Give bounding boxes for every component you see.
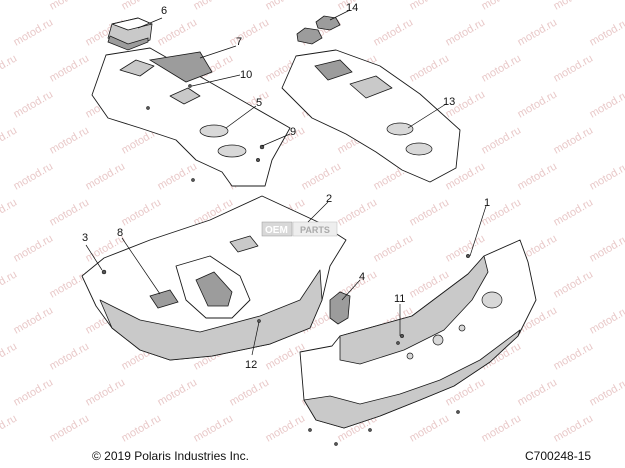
callout-7[interactable]: 7 xyxy=(236,36,242,48)
watermark-text: motod.ru xyxy=(516,160,560,192)
watermark-text: motod.ru xyxy=(48,52,92,84)
oem-badge: OEM PARTS xyxy=(261,221,338,237)
watermark-text: motod.ru xyxy=(84,376,128,408)
watermark-text: motod.ru xyxy=(552,196,596,228)
watermark-text: motod.ru xyxy=(84,160,128,192)
watermark-text: motod.ru xyxy=(552,52,596,84)
watermark-text: motod.ru xyxy=(12,232,56,264)
watermark-text: motod.ru xyxy=(408,0,452,13)
watermark-text: motod.ru xyxy=(408,52,452,84)
oem-badge-text: OEM xyxy=(265,225,288,236)
oem-badge-suffix: PARTS xyxy=(300,225,330,235)
watermark-text: motod.ru xyxy=(552,124,596,156)
watermark-text: motod.ru xyxy=(552,340,596,372)
watermark-text: motod.ru xyxy=(0,340,19,372)
callout-8[interactable]: 8 xyxy=(117,227,123,239)
watermark-text: motod.ru xyxy=(0,124,19,156)
callout-5[interactable]: 5 xyxy=(256,97,262,109)
callout-13[interactable]: 13 xyxy=(443,96,455,108)
watermark-text: motod.ru xyxy=(12,160,56,192)
watermark-text: motod.ru xyxy=(192,412,236,444)
callout-12[interactable]: 12 xyxy=(245,359,257,371)
watermark-text: motod.ru xyxy=(516,88,560,120)
callout-9[interactable]: 9 xyxy=(290,126,296,138)
callout-4[interactable]: 4 xyxy=(359,271,365,283)
watermark-text: motod.ru xyxy=(480,52,524,84)
watermark-text: motod.ru xyxy=(588,232,625,264)
watermark-text: motod.ru xyxy=(12,88,56,120)
callout-11[interactable]: 11 xyxy=(394,293,405,305)
watermark-text: motod.ru xyxy=(228,16,272,48)
watermark-text: motod.ru xyxy=(300,160,344,192)
diagram-code: C700248-15 xyxy=(525,449,591,463)
watermark-text: motod.ru xyxy=(372,16,416,48)
watermark-text: motod.ru xyxy=(336,196,380,228)
watermark-text: motod.ru xyxy=(588,304,625,336)
watermark-text: motod.ru xyxy=(48,124,92,156)
watermark-text: motod.ru xyxy=(372,232,416,264)
watermark-text: motod.ru xyxy=(48,340,92,372)
watermark-text: motod.ru xyxy=(48,196,92,228)
watermark-text: motod.ru xyxy=(48,412,92,444)
watermark-text: motod.ru xyxy=(0,268,19,300)
part-13-console-panel[interactable] xyxy=(281,49,461,183)
part-4-bracket[interactable] xyxy=(329,291,351,325)
leader-lines xyxy=(85,9,487,356)
callout-10[interactable]: 10 xyxy=(240,69,252,81)
part-2-floor-pan[interactable] xyxy=(81,195,347,361)
part-1-floor-panel[interactable] xyxy=(299,239,537,429)
watermark-text: motod.ru xyxy=(156,160,200,192)
watermark-text: motod.ru xyxy=(552,0,596,13)
watermark-text: motod.ru xyxy=(264,0,308,13)
watermark-text: motod.ru xyxy=(156,16,200,48)
part-14-caps[interactable] xyxy=(296,15,341,45)
watermark-text: motod.ru xyxy=(480,124,524,156)
watermark-text: motod.ru xyxy=(0,0,19,13)
watermark-text: motod.ru xyxy=(588,376,625,408)
callout-2[interactable]: 2 xyxy=(326,193,332,205)
callouts: 6 7 10 5 9 14 13 2 3 8 4 1 11 12 xyxy=(82,2,490,371)
watermark-text: motod.ru xyxy=(12,16,56,48)
watermark-text: motod.ru xyxy=(552,412,596,444)
watermark-text: motod.ru xyxy=(408,412,452,444)
watermark-text: motod.ru xyxy=(48,0,92,13)
callout-3[interactable]: 3 xyxy=(82,232,88,244)
watermark-text: motod.ru xyxy=(588,16,625,48)
watermark-text: motod.ru xyxy=(516,376,560,408)
watermark-text: motod.ru xyxy=(12,376,56,408)
watermark-text: motod.ru xyxy=(228,376,272,408)
callout-1[interactable]: 1 xyxy=(484,197,490,209)
part-5-console-panel[interactable] xyxy=(91,47,291,187)
watermark-text: motod.ru xyxy=(0,412,19,444)
watermark-text: motod.ru xyxy=(408,196,452,228)
watermark-text: motod.ru xyxy=(588,88,625,120)
watermark-text: motod.ru xyxy=(120,0,164,13)
fasteners xyxy=(101,84,460,446)
watermark-text: motod.ru xyxy=(12,304,56,336)
watermark-text: motod.ru xyxy=(444,16,488,48)
watermark-text: motod.ru xyxy=(480,412,524,444)
watermark-text: motod.ru xyxy=(192,0,236,13)
watermark-text: motod.ru xyxy=(552,268,596,300)
watermark-text: motod.ru xyxy=(120,196,164,228)
part-6-shift-boot[interactable] xyxy=(107,17,153,51)
watermark-text: motod.ru xyxy=(480,0,524,13)
copyright-text: © 2019 Polaris Industries Inc. xyxy=(92,449,249,463)
watermark-text: motod.ru xyxy=(0,52,19,84)
watermark-text: motod.ru xyxy=(120,412,164,444)
watermark-text: motod.ru xyxy=(156,376,200,408)
watermark-text: motod.ru xyxy=(264,412,308,444)
watermark-text: motod.ru xyxy=(588,160,625,192)
callout-14[interactable]: 14 xyxy=(346,2,358,14)
callout-6[interactable]: 6 xyxy=(161,5,167,17)
watermark-text: motod.ru xyxy=(516,16,560,48)
watermark-text: motod.ru xyxy=(0,196,19,228)
watermark-text: motod.ru xyxy=(48,268,92,300)
